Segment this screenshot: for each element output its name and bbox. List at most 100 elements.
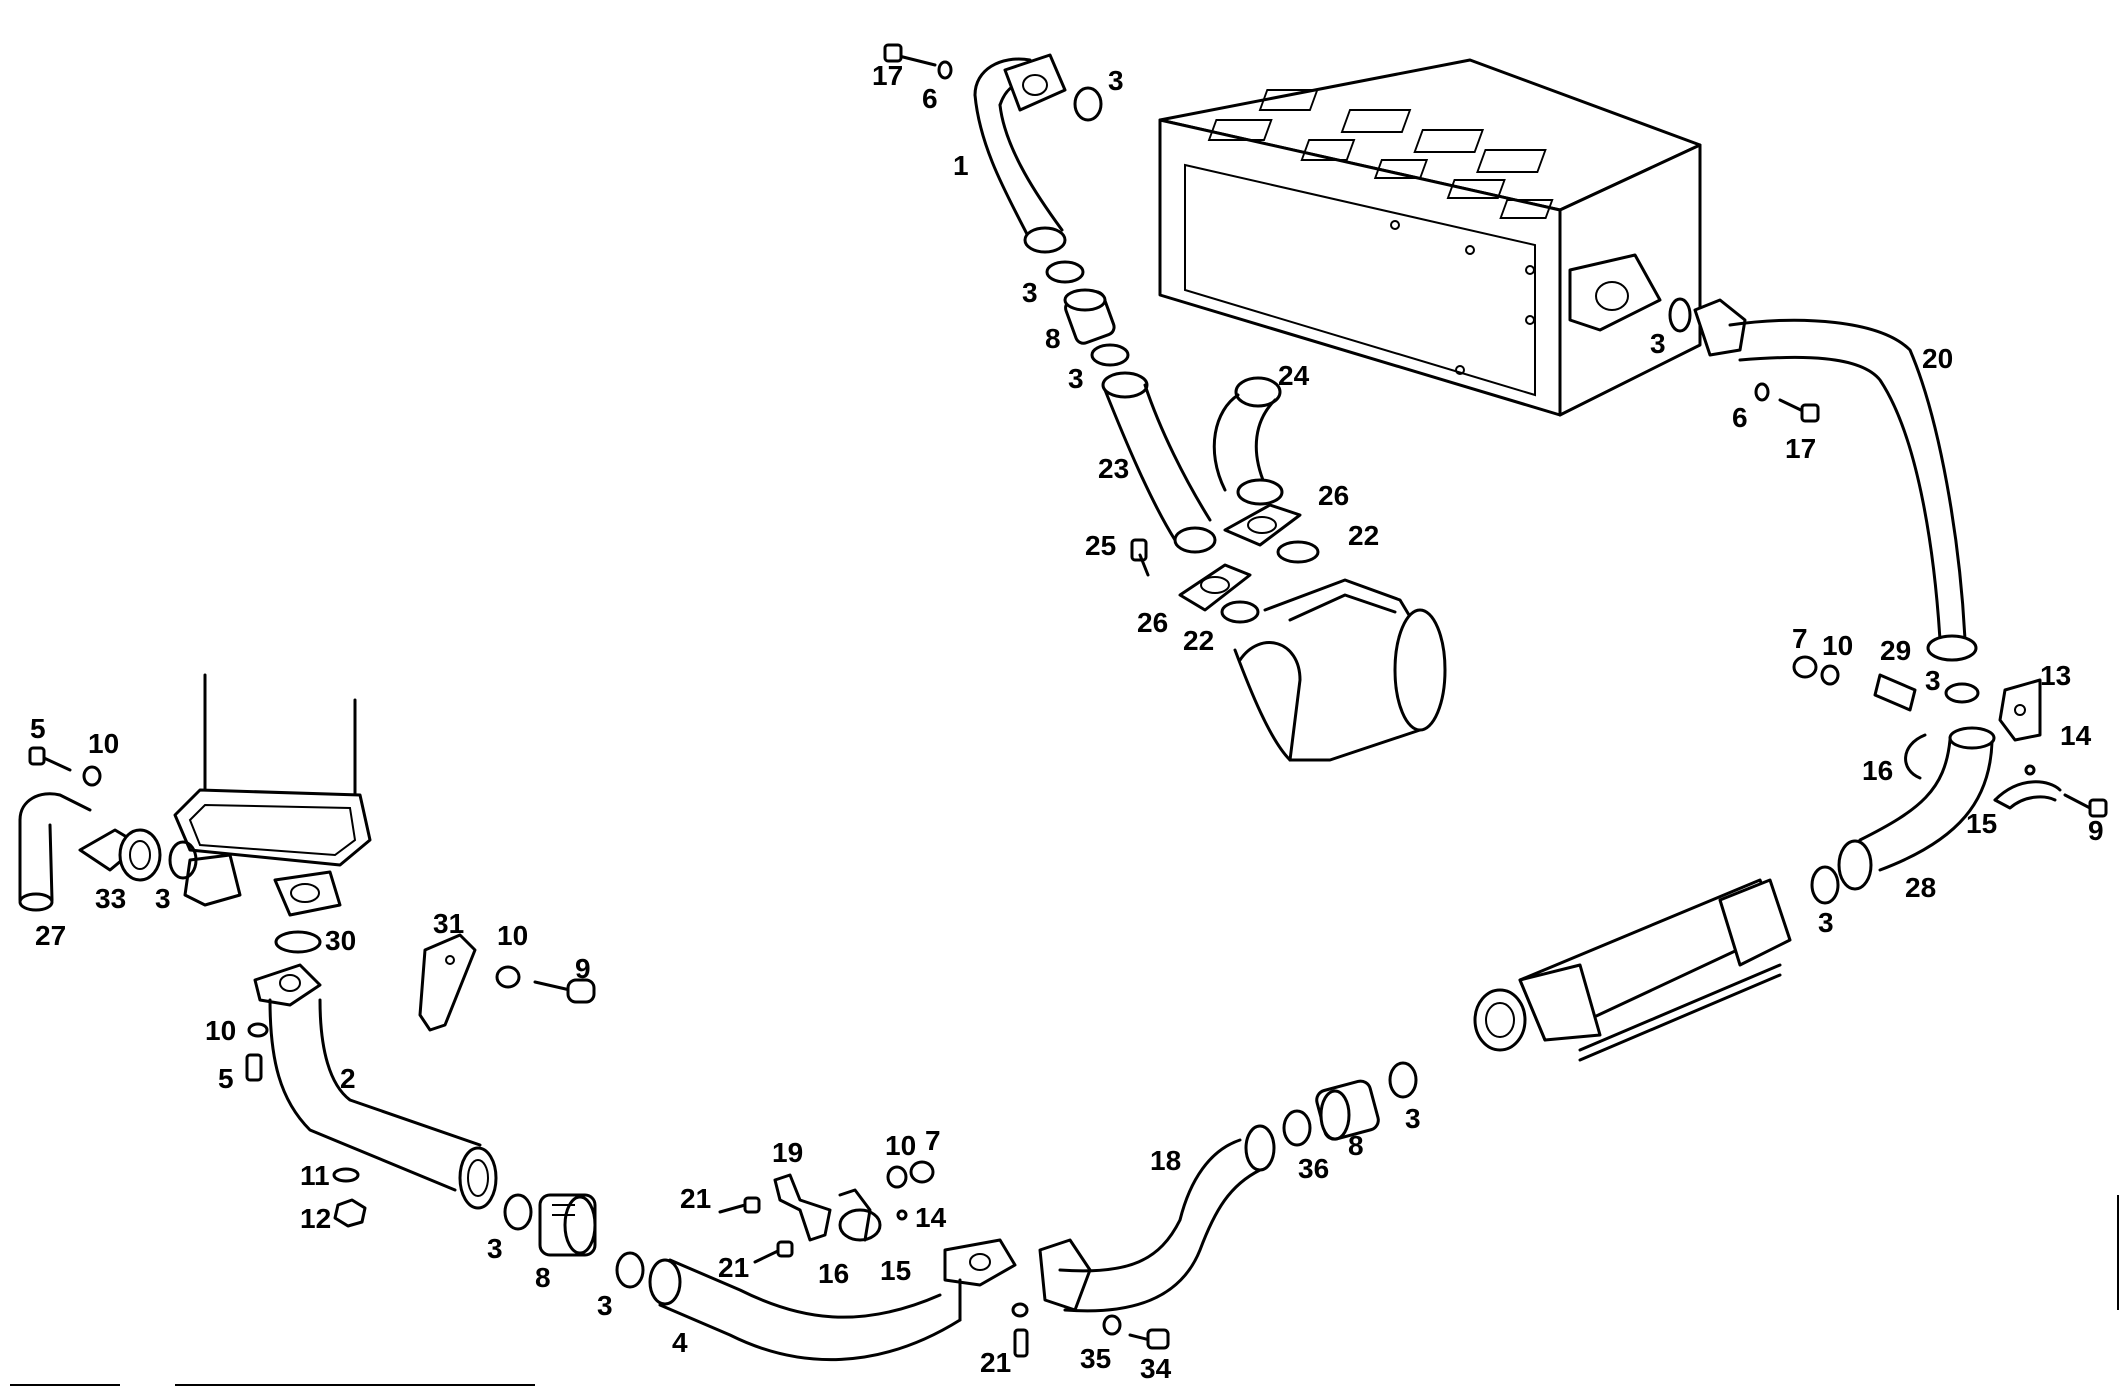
bolt-9-right [2063, 793, 2108, 818]
callout: 26 [1318, 480, 1349, 511]
washer-10-mid [886, 1165, 908, 1189]
washer-10 [1820, 664, 1840, 686]
callout: 21 [718, 1252, 749, 1283]
bolt-5-left [245, 1053, 263, 1082]
bolt-17-right [1754, 382, 1820, 423]
callout: 24 [1278, 360, 1310, 391]
sleeve-8-top [1063, 288, 1116, 345]
clip-29 [1873, 673, 1917, 712]
washer-11 [332, 1167, 360, 1183]
callout: 3 [1022, 277, 1038, 308]
pipe-28 [1837, 726, 1996, 891]
callout: 36 [1298, 1153, 1329, 1184]
callout: 6 [1732, 402, 1748, 433]
callout: 12 [300, 1203, 331, 1234]
washer-35 [1102, 1314, 1122, 1336]
seal-ring [1810, 865, 1840, 905]
bracket-13 [1998, 678, 2042, 742]
callout: 31 [433, 908, 464, 939]
seal-ring-36 [1282, 1109, 1312, 1147]
callout: 10 [88, 728, 119, 759]
callout: 14 [2060, 720, 2092, 751]
callout: 29 [1880, 635, 1911, 666]
callout: 3 [155, 883, 171, 914]
callout: 22 [1348, 520, 1379, 551]
callout: 18 [1150, 1145, 1181, 1176]
callout: 7 [1792, 623, 1808, 654]
pin-14-mid [896, 1209, 908, 1221]
bolt-25 [1130, 538, 1150, 577]
turbo-housing [1233, 578, 1447, 762]
callout: 16 [818, 1258, 849, 1289]
clamp-16-15 [838, 1188, 882, 1242]
pipe-20 [1668, 297, 1978, 662]
seal-ring-3-mid [615, 1251, 645, 1289]
pipe-23 [1101, 371, 1217, 554]
callout: 6 [922, 83, 938, 114]
callout: 23 [1098, 453, 1129, 484]
callout: 3 [1818, 907, 1834, 938]
seal-ring-3-right [1388, 1061, 1418, 1099]
callout: 14 [915, 1202, 947, 1233]
callout: 11 [300, 1160, 330, 1191]
callout: 3 [1068, 363, 1084, 394]
callout: 25 [1085, 530, 1116, 561]
pipe-24 [1212, 376, 1284, 506]
callout: 1 [953, 150, 969, 181]
seal-ring [1045, 260, 1085, 284]
nut-7 [1792, 655, 1818, 679]
nut-12 [333, 1198, 367, 1228]
callout: 5 [30, 713, 46, 744]
callout: 9 [575, 953, 591, 984]
nut-10-left [495, 965, 521, 989]
callout: 10 [497, 920, 528, 951]
seal-ring [274, 930, 322, 954]
bolt-21-a [718, 1196, 761, 1214]
callout: 22 [1183, 625, 1214, 656]
callout: 10 [885, 1130, 916, 1161]
callout: 3 [1108, 65, 1124, 96]
bolt-5-top [28, 746, 102, 787]
callout: 10 [1822, 630, 1853, 661]
clamp-16-right [1904, 733, 1927, 780]
callout: 16 [1862, 755, 1893, 786]
bolt-21-b [753, 1240, 794, 1264]
gasket-26-upper [1223, 503, 1302, 547]
elbow-27 [18, 792, 92, 912]
seal-ring [1944, 682, 1980, 704]
sleeve-8-right [1315, 1079, 1380, 1141]
callout: 3 [1405, 1103, 1421, 1134]
seal-ring [1276, 540, 1320, 564]
callout: 7 [925, 1125, 941, 1156]
callout: 8 [535, 1262, 551, 1293]
seal-ring [168, 840, 198, 880]
callout: 19 [772, 1137, 803, 1168]
clamp-15-right [1993, 780, 2062, 810]
callout: 21 [980, 1347, 1011, 1378]
callout: 8 [1045, 323, 1061, 354]
callout: 3 [597, 1290, 613, 1321]
bolt-9-left [533, 978, 596, 1004]
callout: 35 [1080, 1343, 1111, 1374]
bracket-31 [418, 933, 477, 1032]
callout: 9 [2088, 815, 2104, 846]
downpipe-housing [173, 673, 372, 917]
callout: 3 [487, 1233, 503, 1264]
callout: 15 [1966, 808, 1997, 839]
bolt-34 [1128, 1328, 1170, 1350]
callout: 3 [1925, 665, 1941, 696]
washer-bolt-21-bottom [1011, 1302, 1029, 1358]
seal-ring [1220, 600, 1260, 624]
pipe-18 [1038, 1124, 1276, 1313]
callout: 8 [1348, 1130, 1364, 1161]
nut-7-mid [909, 1160, 935, 1184]
seal-ring [1073, 86, 1103, 122]
callout: 33 [95, 883, 126, 914]
sleeve-8-left [538, 1193, 597, 1257]
callout: 28 [1905, 872, 1936, 903]
callout: 17 [1785, 433, 1816, 464]
gasket-26-lower [1178, 563, 1252, 612]
callout: 3 [1650, 328, 1666, 359]
